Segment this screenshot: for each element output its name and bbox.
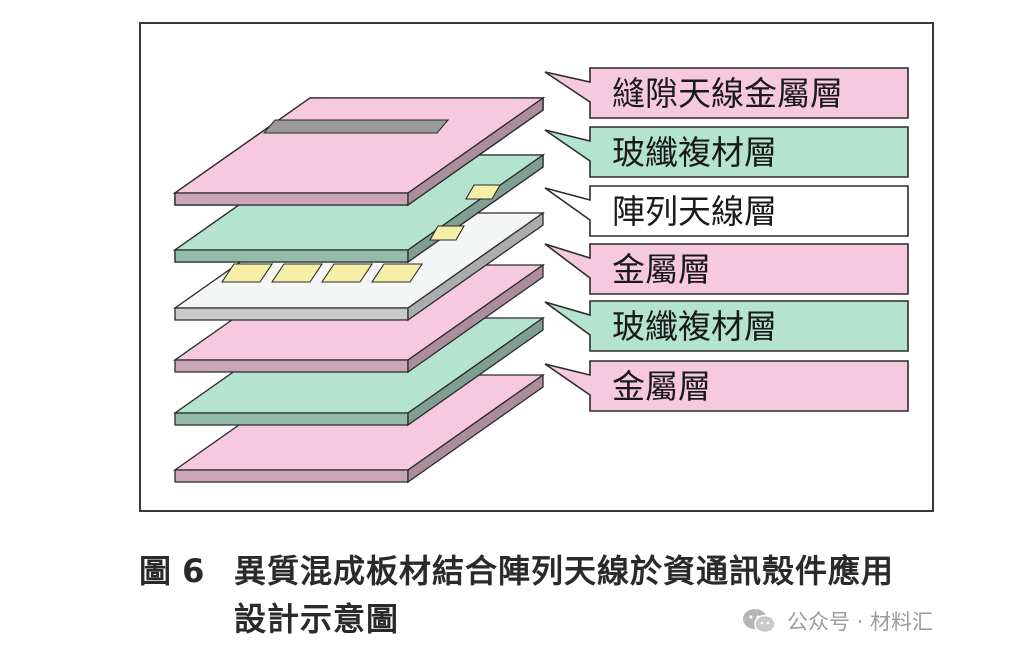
callout-box-glass-fiber-composite-layer: [544, 126, 909, 178]
array-antenna-plate-front: [174, 307, 409, 321]
bottom-metal-plate-front: [174, 469, 409, 483]
wechat-icon: [743, 609, 776, 634]
glass-fiber-composite-plate-lower-front: [174, 412, 409, 426]
figure-number: 圖 6: [139, 552, 205, 590]
callout-label-array-antenna-layer: 陣列天線層: [612, 192, 777, 231]
callout-label-glass-fiber-composite-layer: 玻纖複材層: [612, 307, 777, 346]
metal-layer-plate-front: [174, 359, 409, 373]
callout-box-slot-antenna-metal-layer: [544, 67, 909, 119]
callout-box-glass-fiber-composite-layer: [544, 300, 909, 352]
callout-box-metal-layer: [544, 243, 909, 295]
array-antenna-plate-side: [407, 211, 544, 322]
callout-box-metal-layer: [544, 360, 909, 412]
callout-label-slot-antenna-metal-layer: 縫隙天線金屬層: [612, 74, 843, 113]
antenna-patch: [465, 184, 501, 200]
antenna-patch: [370, 263, 424, 283]
metal-layer-plate-side: [407, 263, 544, 374]
callout-box-array-antenna-layer: [544, 185, 909, 237]
watermark: 公众号 · 材料汇: [741, 606, 933, 636]
glass-fiber-composite-plate-upper-overlay-front: [174, 249, 409, 263]
antenna-patch: [429, 225, 465, 241]
antenna-patch: [220, 263, 274, 283]
callout-label-metal-layer: 金屬層: [612, 367, 711, 406]
antenna-patch: [320, 263, 374, 283]
glass-fiber-composite-plate-lower-side: [407, 316, 544, 427]
slot-antenna-metal-plate-edge: [174, 192, 409, 206]
bottom-metal-plate-side: [407, 373, 544, 484]
caption-line-2: 設計示意圖: [234, 600, 400, 638]
slot-antenna-metal-plate-side-edge: [407, 96, 544, 207]
antenna-slot: [262, 119, 450, 134]
antenna-patch: [270, 263, 324, 283]
callout-label-glass-fiber-composite-layer: 玻纖複材層: [612, 133, 777, 172]
callout-label-metal-layer: 金屬層: [612, 250, 711, 289]
caption-line-1: 異質混成板材結合陣列天線於資通訊殼件應用: [234, 552, 895, 590]
watermark-text: 公众号 · 材料汇: [787, 610, 934, 634]
